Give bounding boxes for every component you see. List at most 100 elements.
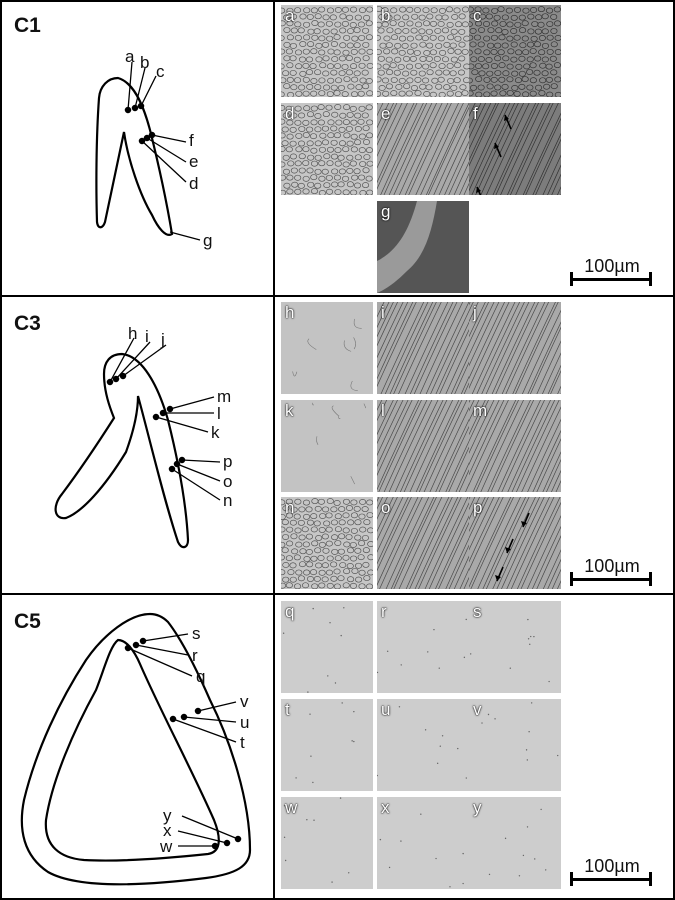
point-label: x [163, 821, 172, 840]
point-label: q [196, 667, 205, 686]
micrograph-panel: m [469, 400, 561, 492]
point-label: m [217, 387, 231, 406]
micrograph-image [377, 400, 469, 492]
micrograph-panel: t [281, 699, 373, 791]
micrograph-panel: o [377, 497, 469, 589]
point-label: g [203, 231, 212, 250]
micrograph-panel: g [377, 201, 469, 293]
panel-label: h [285, 303, 295, 322]
panel-label: v [473, 700, 482, 719]
point-label: o [223, 472, 232, 491]
micrograph-image [377, 5, 469, 97]
micrograph-panel: n [281, 497, 373, 589]
micrograph-panel: i [377, 302, 469, 394]
micrograph-image [469, 302, 561, 394]
micrograph-image [469, 103, 561, 195]
scale-label: 100µm [584, 256, 640, 276]
point-label: s [192, 624, 201, 643]
point-label: n [223, 491, 232, 510]
micrograph-image [281, 601, 373, 693]
micrograph-panel: w [281, 797, 373, 889]
micrograph-panel: y [469, 797, 561, 889]
micrograph-image [377, 699, 469, 791]
micrograph-panel: v [469, 699, 561, 791]
micrograph-panel: s [469, 601, 561, 693]
row-label-c5: C5 [14, 610, 41, 633]
micrograph-image [469, 5, 561, 97]
scale-bar-c5: 100µm [570, 856, 654, 886]
point-label: t [240, 733, 245, 752]
point-label: h [128, 324, 137, 343]
micrograph-image [281, 103, 373, 195]
micrograph-image [377, 103, 469, 195]
point-label: r [192, 646, 198, 665]
micrograph-image [281, 302, 373, 394]
panel-label: s [473, 602, 482, 621]
point-label: k [211, 423, 220, 442]
panel-label: t [285, 700, 290, 719]
micrograph-image [377, 497, 469, 589]
panel-label: e [381, 104, 391, 123]
micrograph-image [377, 601, 469, 693]
point-label: a [125, 47, 135, 66]
point-label: b [140, 53, 149, 72]
micrograph-image [469, 699, 561, 791]
panel-label: c [473, 6, 482, 25]
panel-label: f [473, 104, 478, 123]
micrograph-panel: a [281, 5, 373, 97]
micrograph-image [377, 201, 469, 293]
micrograph-panel: e [377, 103, 469, 195]
panel-label: m [473, 401, 488, 420]
micrograph-panel: p [469, 497, 561, 589]
scale-bar-c3: 100µm [570, 556, 654, 586]
point-label: f [189, 131, 194, 150]
micrograph-panel: k [281, 400, 373, 492]
micrograph-image [469, 400, 561, 492]
micrograph-panel: j [469, 302, 561, 394]
panel-label: i [381, 303, 385, 322]
point-label: j [160, 330, 165, 349]
point-label: i [145, 327, 149, 346]
micrograph-image [281, 497, 373, 589]
micrograph-panel: l [377, 400, 469, 492]
panel-label: b [381, 6, 391, 25]
micrograph-panel: x [377, 797, 469, 889]
micrograph-panel: d [281, 103, 373, 195]
micrograph-panel: q [281, 601, 373, 693]
micrograph-image [469, 601, 561, 693]
micrograph-image [281, 5, 373, 97]
tooth-diagram-c5: s r q v u t y x w [20, 612, 252, 886]
point-label: u [240, 713, 249, 732]
panel-label: y [473, 798, 482, 817]
micrograph-image [281, 699, 373, 791]
panel-label: k [285, 401, 294, 420]
micrograph-panel: u [377, 699, 469, 791]
micrograph-image [281, 400, 373, 492]
row-label-c1: C1 [14, 14, 41, 37]
point-label: y [163, 806, 172, 825]
micrograph-image [377, 797, 469, 889]
scale-bar-c1: 100µm [570, 256, 654, 286]
point-label: w [159, 837, 173, 856]
point-label: e [189, 152, 198, 171]
panel-label: d [285, 104, 295, 123]
panel-label: u [381, 700, 391, 719]
scale-label: 100µm [584, 856, 640, 876]
panel-label: x [381, 798, 390, 817]
row-label-c3: C3 [14, 312, 41, 335]
panel-label: r [381, 602, 387, 621]
point-label: p [223, 452, 232, 471]
point-label: l [217, 404, 221, 423]
tooth-diagram-c3: h i j m l k p o n [54, 324, 232, 549]
panel-label: n [285, 498, 295, 517]
micrograph-panel: r [377, 601, 469, 693]
micrograph-image [281, 797, 373, 889]
tooth-diagram-c1: a b c f e d g [95, 47, 212, 250]
micrograph-panel: c [469, 5, 561, 97]
panel-label: j [473, 303, 477, 322]
scale-label: 100µm [584, 556, 640, 576]
micrograph-image [377, 302, 469, 394]
panel-label: g [381, 202, 391, 221]
